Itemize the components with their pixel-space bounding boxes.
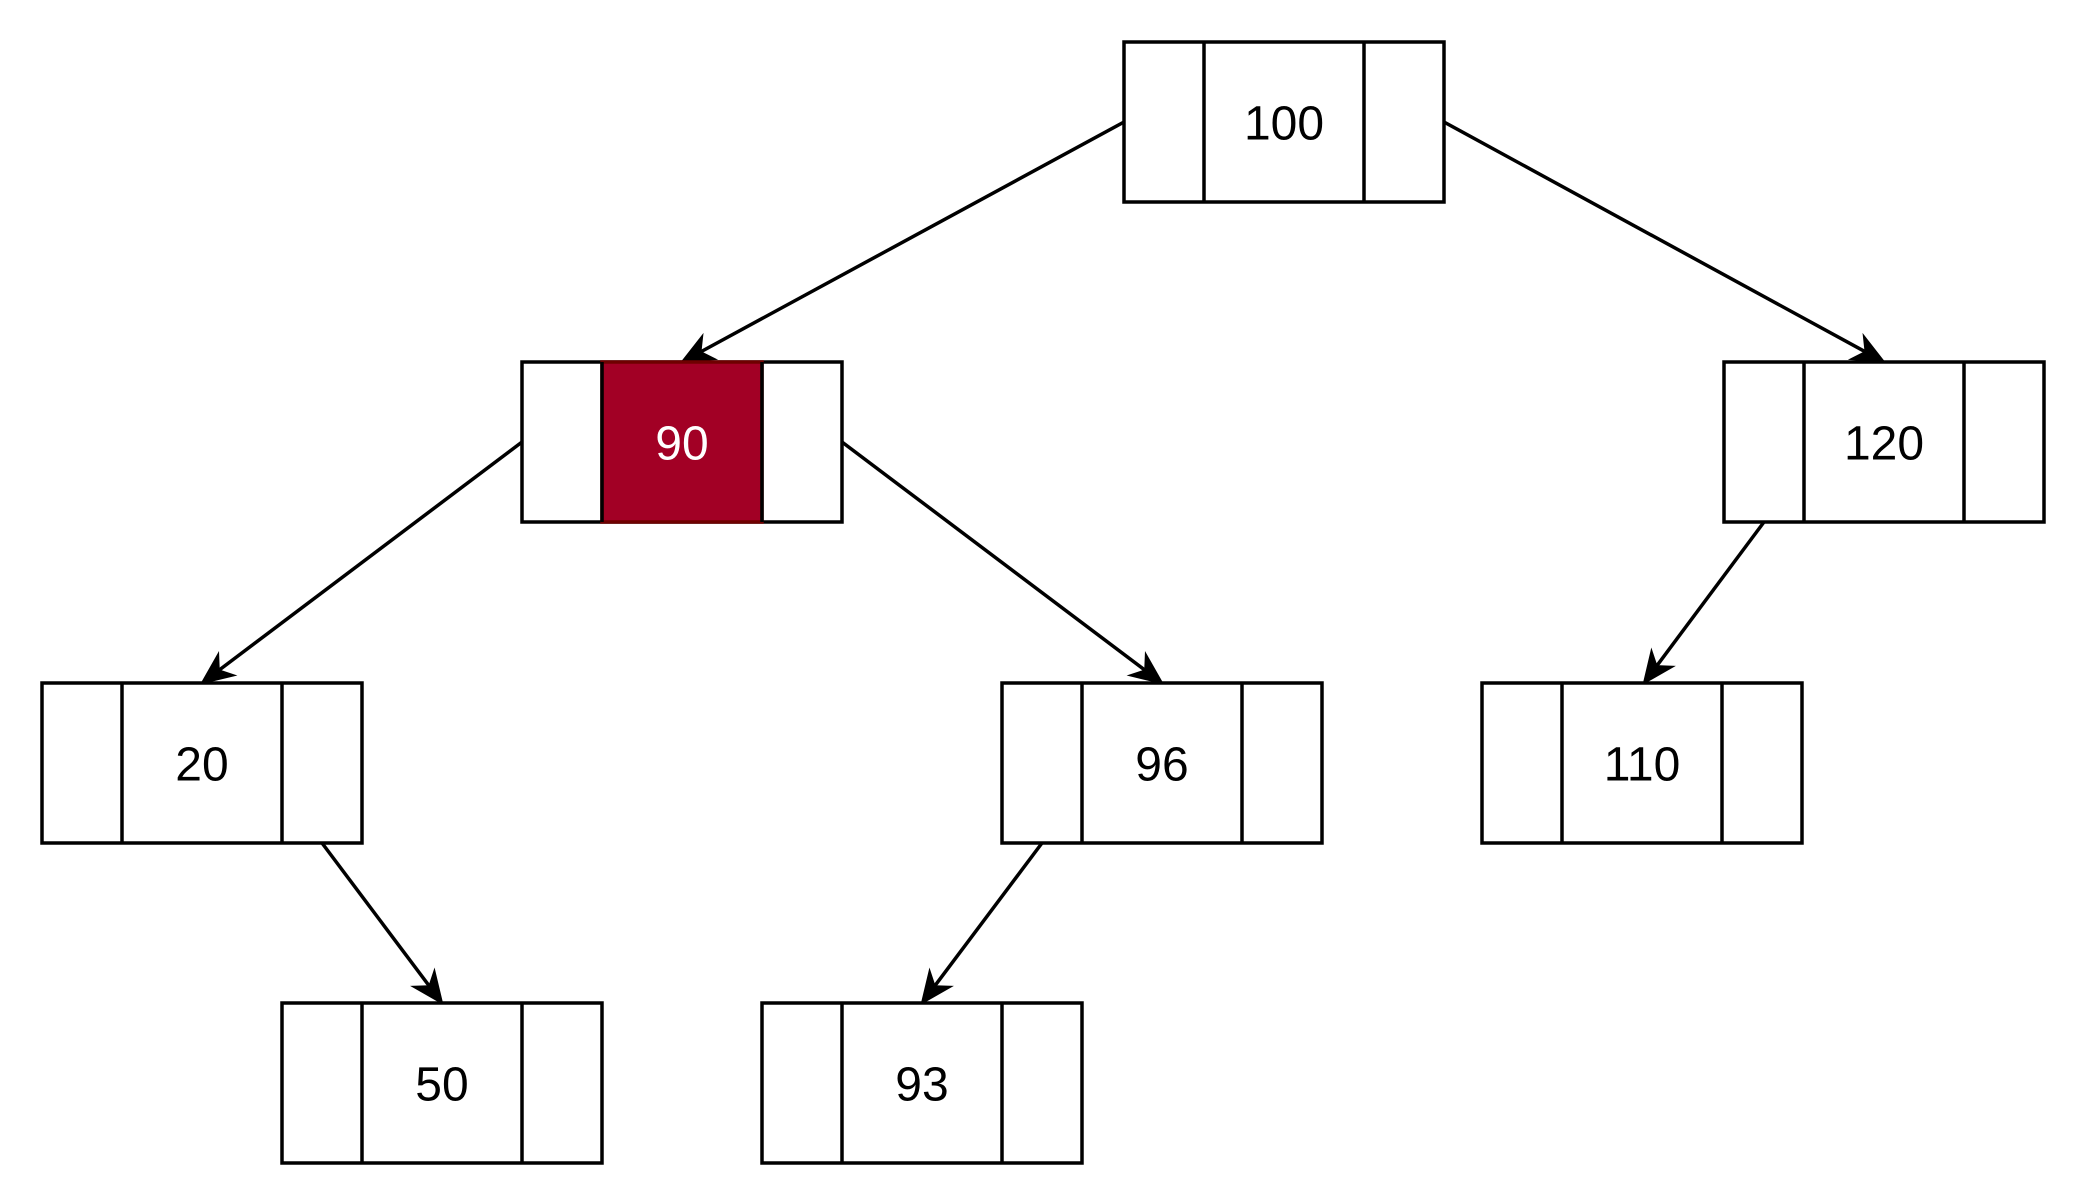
tree-node-50: 50 (280, 1001, 604, 1165)
node-box (1722, 360, 2046, 524)
node-value: 100 (1244, 98, 1324, 151)
node-value: 90 (655, 418, 708, 471)
edge-line (1443, 120, 1867, 354)
edge-96-93 (920, 841, 1044, 1006)
tree-node-90: 90 (520, 360, 844, 524)
tree-node-120: 120 (1722, 360, 2046, 524)
arrowhead-icon (1642, 647, 1676, 686)
edge-90-20 (199, 440, 524, 685)
node-value: 93 (895, 1059, 948, 1112)
edge-line (1655, 520, 1766, 668)
node-box (1480, 681, 1804, 845)
arrowhead-icon (920, 967, 954, 1006)
node-value: 110 (1604, 739, 1681, 792)
edge-120-110 (1642, 520, 1766, 686)
node-box (280, 1001, 604, 1165)
edge-90-96 (840, 440, 1165, 685)
edge-line (320, 841, 431, 988)
arrowhead-icon (199, 651, 238, 685)
edge-100-90 (679, 120, 1125, 364)
node-value: 20 (175, 739, 228, 792)
arrowhead-icon (1847, 332, 1887, 364)
edge-20-50 (320, 841, 444, 1006)
tree-node-20: 20 (40, 681, 364, 845)
arrowhead-icon (679, 332, 719, 364)
node-box (1122, 40, 1446, 204)
tree-node-110: 110 (1480, 681, 1804, 845)
node-value: 50 (415, 1059, 468, 1112)
node-value: 96 (1135, 739, 1188, 792)
edge-100-120 (1443, 120, 1887, 364)
node-value: 120 (1844, 418, 1924, 471)
nodes-layer: 100 90 120 20 96 110 50 93 (40, 40, 2046, 1165)
tree-node-100: 100 (1122, 40, 1446, 204)
edge-line (840, 440, 1147, 672)
arrowhead-icon (1126, 651, 1165, 685)
edge-line (933, 841, 1044, 988)
node-box (40, 681, 364, 845)
node-box (760, 1001, 1084, 1165)
arrowhead-icon (410, 967, 444, 1006)
tree-node-93: 93 (760, 1001, 1084, 1165)
edges-layer (199, 120, 1887, 1006)
node-box (1000, 681, 1324, 845)
tree-node-96: 96 (1000, 681, 1324, 845)
edge-line (217, 440, 524, 672)
edge-line (699, 120, 1125, 354)
